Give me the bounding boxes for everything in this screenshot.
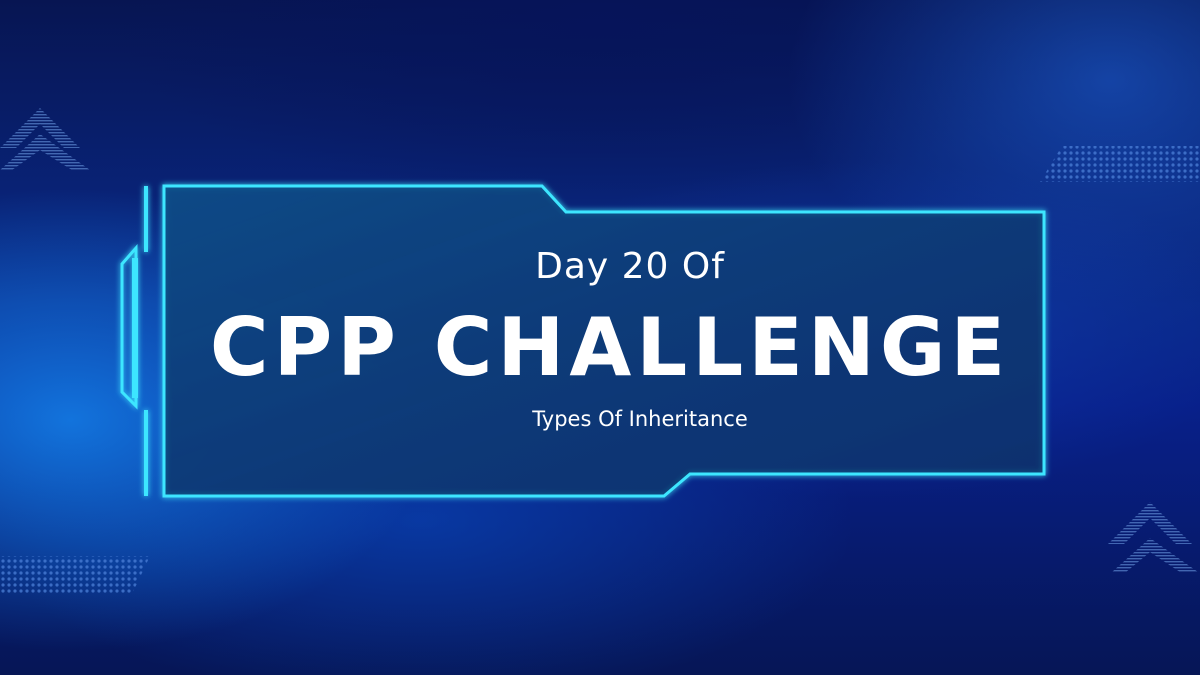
slide-subtitle: Types Of Inheritance <box>532 407 748 431</box>
chevron-up-icon <box>1108 502 1198 572</box>
chevron-up-icon <box>0 108 90 170</box>
dot-pattern <box>0 556 150 594</box>
hud-frame <box>120 184 1046 498</box>
dot-pattern <box>1040 146 1200 182</box>
slide-title: CPP CHALLENGE <box>209 301 1011 394</box>
slide-kicker: Day 20 Of <box>535 246 725 287</box>
